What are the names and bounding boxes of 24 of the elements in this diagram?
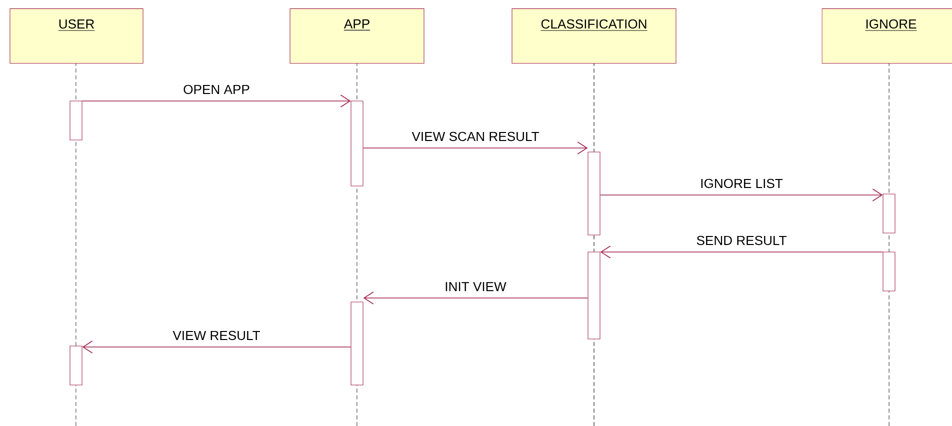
activation-bar [882, 252, 896, 292]
activation-bar [588, 252, 600, 340]
lifeline-header: APP [290, 8, 424, 64]
activation-bar [588, 152, 600, 236]
message-arrow [600, 246, 884, 258]
message-label: IGNORE LIST [698, 178, 784, 190]
message-arrow [362, 142, 588, 154]
activation-bar [882, 194, 896, 234]
activation-bar [350, 100, 364, 186]
message-arrow [82, 94, 351, 108]
message-label: VIEW SCAN RESULT [410, 130, 541, 142]
lifeline-header: USER [10, 8, 144, 64]
lifeline-header: IGNORE [822, 8, 952, 64]
activation-bar [70, 346, 82, 386]
message-label: SEND RESULT [694, 234, 788, 246]
lifeline-header: CLASSIFICATION [512, 8, 676, 64]
activation-bar [70, 100, 82, 140]
message-arrow [363, 292, 588, 304]
message-label: VIEW RESULT [171, 330, 262, 342]
message-label: INIT VIEW [443, 280, 508, 292]
activation-bar [350, 302, 364, 386]
message-label: OPEN APP [182, 84, 252, 96]
message-arrow [82, 340, 352, 354]
message-arrow [600, 188, 883, 202]
